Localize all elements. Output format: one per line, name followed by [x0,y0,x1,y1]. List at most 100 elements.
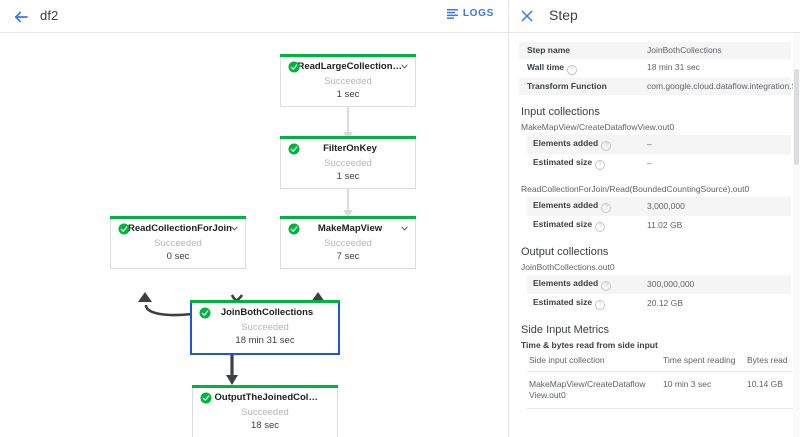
output-collection-metrics: Elements added? 300,000,000 Estimated si… [527,275,791,313]
side-input-metrics-title: Side Input Metrics [521,324,610,336]
table-row: Elements added? 3,000,000 [527,197,791,216]
input-collection-name: MakeMapView/CreateDataflowView.out0 [521,122,675,132]
input-collection-metrics: Elements added? 3,000,000 Estimated size… [527,197,791,235]
edge-arrow-up [311,292,325,302]
graph-node-make-map-view[interactable]: MakeMapView Succeeded 7 sec [280,216,416,269]
check-circle-icon [288,223,300,235]
scrollbar-thumb[interactable] [794,69,799,165]
step-details-body[interactable]: Step name JoinBothCollections Wall time?… [509,33,800,437]
side-input-metrics-subtitle: Time & bytes read from side input [521,340,658,350]
metric-label: Elements added? [527,135,641,154]
node-success-bar [192,385,338,388]
check-circle-icon [288,61,300,73]
chevron-down-icon[interactable] [230,224,239,233]
page-title: df2 [40,8,59,23]
metric-label-text: Estimated size [533,157,593,167]
graph-node-read-large-collection[interactable]: ReadLargeCollectionFr... Succeeded 1 sec [280,54,416,107]
close-x-icon[interactable] [519,8,535,24]
table-row: Estimated size? 20.12 GB [527,294,791,313]
metric-value: 20.12 GB [647,298,683,308]
check-circle-icon [200,392,212,404]
panel-divider [508,0,509,437]
table-row: Estimated size? – [527,154,791,173]
table-row: Estimated size? 11.02 GB [527,216,791,235]
table-row: Transform Function com.google.cloud.data… [519,78,800,95]
cell-bytes-read: 10.14 GB [745,371,800,409]
top-toolbar: df2 LOGS [0,0,508,33]
step-heading: Step [549,7,578,23]
table-row: MakeMapView/CreateDataflow View.out0 10 … [527,371,800,409]
edge-arrow-down [343,210,353,218]
metric-value: 11.02 GB [647,220,683,230]
arrow-left-icon[interactable] [12,8,30,26]
input-collection-name: ReadCollectionForJoin/Read(BoundedCounti… [521,184,750,194]
graph-edges [138,91,353,385]
node-title: MakeMapView [317,223,383,234]
node-success-bar [280,216,416,219]
step-details-header: Step [509,0,800,33]
edge-arrow-down [226,375,238,385]
table-row: Wall time? 18 min 31 sec [519,59,791,78]
job-graph-canvas[interactable]: ReadLargeCollectionFr... Succeeded 1 sec… [0,33,508,437]
chevron-down-icon[interactable] [400,62,409,71]
metric-value: – [641,135,791,154]
metric-label: Elements added? [527,275,641,294]
cell-side-input-collection: MakeMapView/CreateDataflow View.out0 [527,371,661,409]
table-row: Step name JoinBothCollections [519,42,791,59]
metric-value: – [647,158,652,168]
metric-label-text: Elements added [533,200,599,210]
node-title: FilterOnKey [323,143,377,154]
logs-lines-icon [446,8,458,19]
node-title: OutputTheJoinedCollec... [214,392,320,403]
node-status: Succeeded [154,238,202,249]
node-header: OutputTheJoinedCollec... [193,388,337,407]
node-title: JoinBothCollections [220,307,314,318]
edge-arrow-up [138,292,152,302]
graph-node-read-collection-for-join[interactable]: ReadCollectionForJoin Succeeded 0 sec [110,216,246,269]
metric-value: 300,000,000 [641,275,791,294]
node-header: ReadCollectionForJoin [111,219,245,238]
step-name-label: Step name [519,42,639,59]
help-icon[interactable]: ? [601,141,612,151]
output-collection-name: JoinBothCollections.out0 [521,262,615,272]
wall-time-label: Wall time? [519,59,639,78]
help-icon[interactable]: ? [601,281,612,291]
step-name-value: JoinBothCollections [639,42,791,59]
graph-node-join-both-collections[interactable]: JoinBothCollections Succeeded 18 min 31 … [190,300,340,355]
scrollbar-track[interactable] [793,33,800,437]
help-icon[interactable]: ? [567,65,577,75]
node-success-bar [280,54,416,57]
help-icon[interactable]: ? [601,203,612,213]
column-time-spent-reading: Time spent reading [661,352,745,372]
input-collection-metrics: Elements added? – Estimated size? – [527,135,791,173]
graph-node-output-the-joined-collection[interactable]: OutputTheJoinedCollec... Succeeded 18 se… [192,385,338,437]
job-graph-panel: df2 LOGS [0,0,508,437]
node-success-bar [190,300,340,303]
help-icon[interactable]: ? [595,300,606,310]
cell-time-spent-reading: 10 min 3 sec [661,371,745,409]
step-details-panel: Step Step name JoinBothCollections Wall … [509,0,800,437]
metric-label: Elements added? [527,197,641,216]
help-icon[interactable]: ? [595,222,606,232]
metric-label-text: Elements added [533,138,599,148]
node-status: Succeeded [241,407,289,418]
graph-node-filter-on-key[interactable]: FilterOnKey Succeeded 1 sec [280,136,416,189]
node-time: 1 sec [336,89,360,100]
node-status: Succeeded [241,322,289,333]
logs-button[interactable]: LOGS [446,8,494,19]
chevron-down-icon[interactable] [400,224,409,233]
column-side-input-collection: Side input collection [527,352,661,372]
node-title: ReadCollectionForJoin [128,223,232,234]
step-info-table: Step name JoinBothCollections Wall time?… [519,42,800,95]
metric-label-text: Elements added [533,278,599,288]
side-input-metrics-table: Side input collection Time spent reading… [527,352,800,409]
node-header: ReadLargeCollectionFr... [281,57,415,76]
wall-time-text: Wall time [527,62,564,72]
node-time: 7 sec [336,251,360,262]
help-icon[interactable]: ? [595,160,606,170]
logs-label: LOGS [462,8,494,19]
node-success-bar [280,136,416,139]
check-circle-icon [199,307,211,319]
metric-label: Estimated size? [527,154,641,173]
